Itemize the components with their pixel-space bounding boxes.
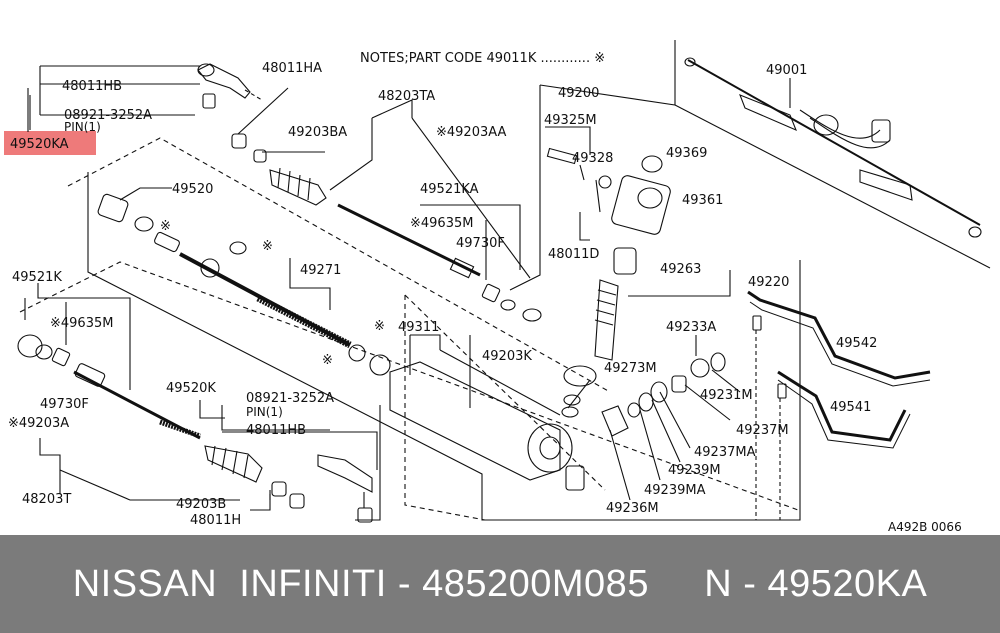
label-49237M: 49237M: [736, 423, 789, 438]
label-49001: 49001: [766, 63, 807, 78]
label-48203T: 48203T: [22, 492, 71, 507]
label-49369: 49369: [666, 146, 707, 161]
footer-caption: NISSAN INFINITI - 485200M085 N - 49520KA: [72, 562, 928, 605]
label-48011HB-top: 48011HB: [62, 79, 122, 94]
label-49521K: 49521K: [12, 270, 62, 285]
label-49520: 49520: [172, 182, 213, 197]
label-49203A: ※49203A: [8, 416, 69, 431]
label-49521KA: 49521KA: [420, 182, 479, 197]
label-49273M: 49273M: [604, 361, 657, 376]
label-48011D: 48011D: [548, 247, 599, 262]
footer-bar: NISSAN INFINITI - 485200M085 N - 49520KA: [0, 535, 1000, 633]
label-49203AA: ※49203AA: [436, 125, 507, 140]
mark-asterisk-b: ※: [262, 239, 273, 254]
label-49520K: 49520K: [166, 381, 216, 396]
label-49203K: 49203K: [482, 349, 532, 364]
reference-code: A492B 0066: [888, 520, 962, 534]
highlight-49520KA: [4, 131, 96, 155]
label-48011HB-bot: 48011HB: [246, 423, 306, 438]
mark-asterisk-c: ※: [374, 319, 385, 334]
label-49635M-a: ※49635M: [410, 216, 473, 231]
notes-text: NOTES;PART CODE 49011K ............ ※: [360, 51, 605, 66]
mark-asterisk-a: ※: [160, 219, 171, 234]
label-48203TA: 48203TA: [378, 89, 435, 104]
label-49361: 49361: [682, 193, 723, 208]
label-49328: 49328: [572, 151, 613, 166]
label-08921-top: 08921-3252A: [64, 108, 152, 123]
label-49635M-b: ※49635M: [50, 316, 113, 331]
footer-caption-band: NISSAN INFINITI - 485200M085 N - 49520KA: [0, 535, 1000, 633]
label-48011HA: 48011HA: [262, 61, 322, 76]
label-pin-bot: PIN(1): [246, 405, 283, 419]
label-49542: 49542: [836, 336, 877, 351]
label-49203BA: 49203BA: [288, 125, 347, 140]
steering-gear-parts-diagram: NOTES;PART CODE 49011K ............ ※ 48…: [8, 40, 991, 534]
label-49203B: 49203B: [176, 497, 226, 512]
label-49520KA: 49520KA: [10, 137, 69, 152]
label-49236M: 49236M: [606, 501, 659, 516]
label-49541: 49541: [830, 400, 871, 415]
label-49730F-a: 49730F: [456, 236, 505, 251]
label-49220: 49220: [748, 275, 789, 290]
label-49233A: 49233A: [666, 320, 716, 335]
label-08921-bot: 08921-3252A: [246, 391, 334, 406]
label-49200: 49200: [558, 86, 599, 101]
label-49239MA: 49239MA: [644, 483, 706, 498]
label-48011H: 48011H: [190, 513, 241, 528]
label-49271: 49271: [300, 263, 341, 278]
label-pin-top: PIN(1): [64, 120, 101, 134]
label-49239M: 49239M: [668, 463, 721, 478]
label-49325M: 49325M: [544, 113, 597, 128]
label-49730F-b: 49730F: [40, 397, 89, 412]
label-49311: 49311: [398, 320, 439, 335]
label-49263: 49263: [660, 262, 701, 277]
mark-asterisk-d: ※: [322, 353, 333, 368]
label-49237MA: 49237MA: [694, 445, 756, 460]
label-49231M: 49231M: [700, 388, 753, 403]
